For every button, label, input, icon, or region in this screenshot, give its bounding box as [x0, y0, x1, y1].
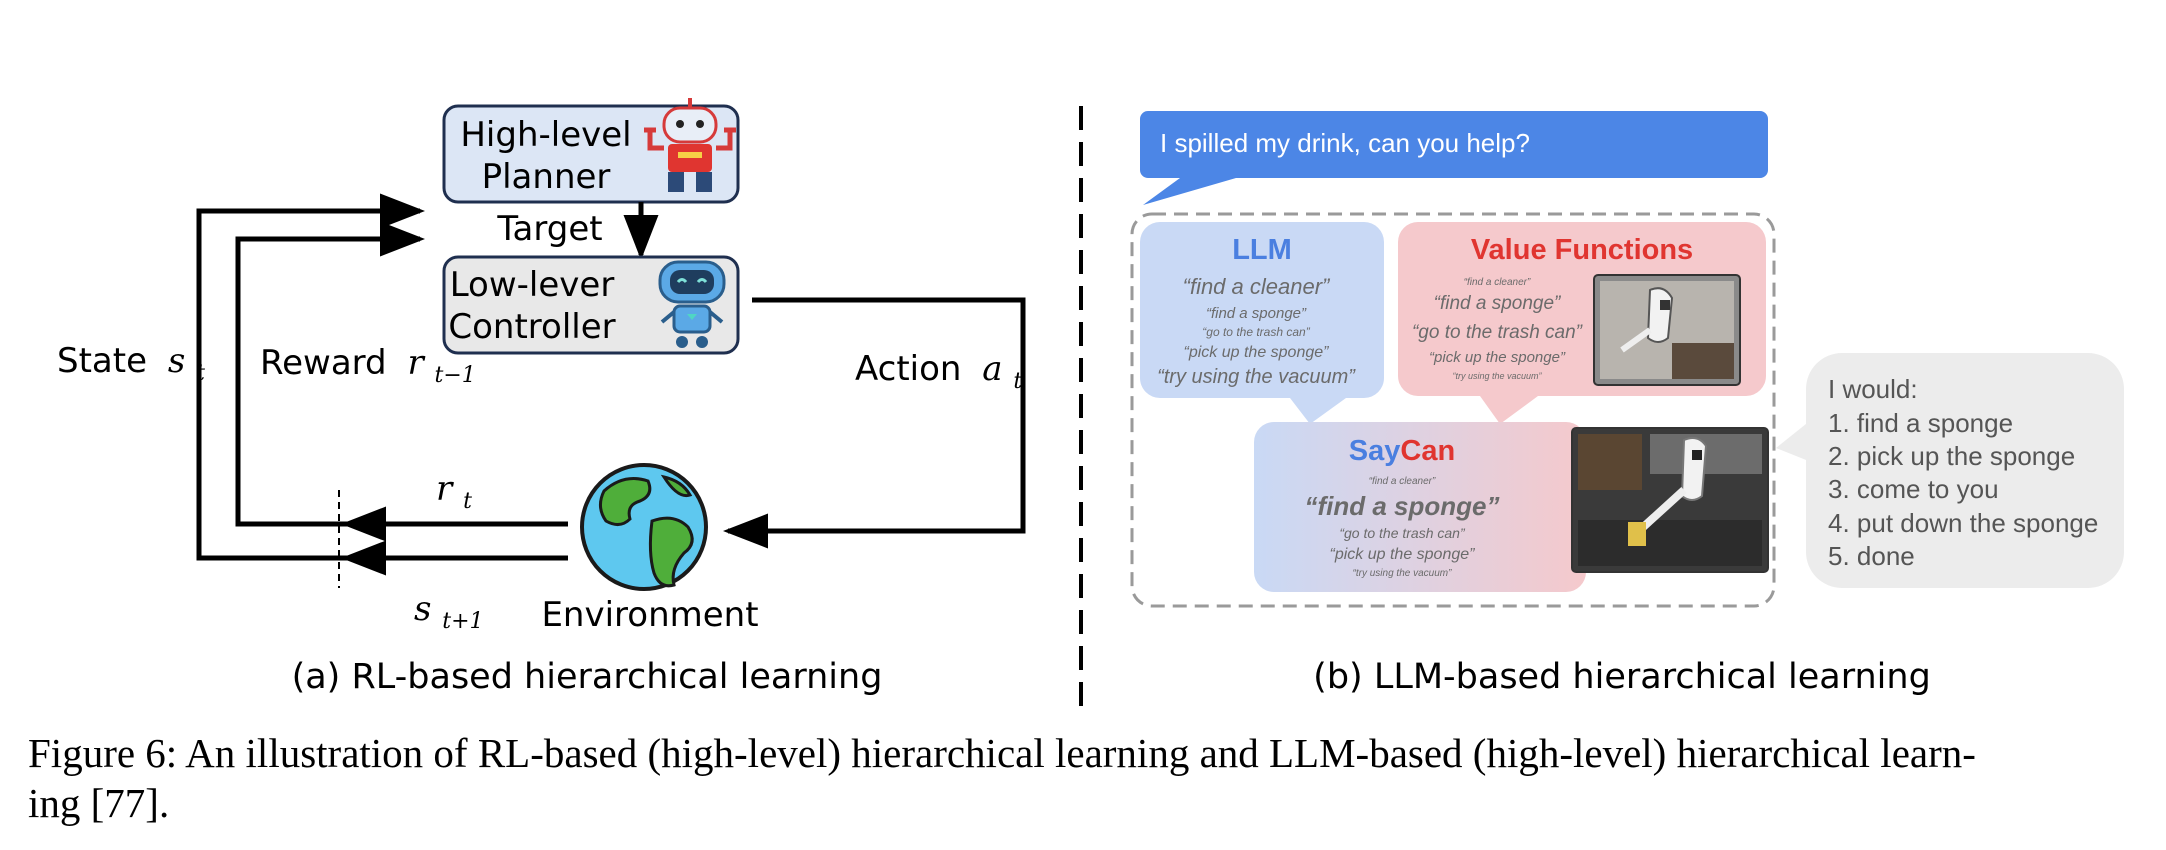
llm-title: LLM — [1232, 234, 1292, 266]
robot-photo-value — [1593, 274, 1741, 386]
saycan-line-1: “find a cleaner” — [1369, 476, 1436, 487]
response-step-3: 3. come to you — [1828, 474, 1999, 504]
saycan-title-say: Say — [1349, 435, 1401, 467]
response-step-2: 2. pick up the sponge — [1828, 441, 2075, 471]
blue-robot-icon — [658, 260, 726, 348]
earth-globe-icon — [580, 463, 708, 591]
action-loop — [723, 297, 1026, 549]
response-intro: I would: — [1828, 374, 1918, 404]
figure-caption-line-2: ing [77]. — [28, 780, 170, 826]
action-subscript: t — [1013, 369, 1022, 394]
saycan-line-5: “try using the vacuum” — [1353, 568, 1453, 579]
target-label: Target — [496, 209, 602, 249]
action-word: Action — [855, 349, 961, 389]
saycan-line-4: “pick up the sponge” — [1330, 546, 1476, 563]
figure-caption-line-1: Figure 6: An illustration of RL-based (h… — [28, 730, 1976, 776]
state-subscript: t — [196, 361, 205, 386]
value-line-1: “find a cleaner” — [1464, 277, 1531, 288]
llm-line-3: “go to the trash can” — [1202, 325, 1310, 339]
saycan-title-can: Can — [1400, 435, 1455, 467]
saycan-line-2: “find a sponge” — [1305, 491, 1500, 521]
state-symbol: s — [168, 341, 185, 381]
value-functions-title: Value Functions — [1471, 234, 1693, 266]
high-level-label-1: High-level — [460, 115, 631, 155]
panel-b-caption: (b) LLM-based hierarchical learning — [1313, 657, 1931, 697]
high-level-label-2: Planner — [482, 157, 611, 197]
response-step-4: 4. put down the sponge — [1828, 508, 2098, 538]
action-label: Action a t — [855, 349, 1022, 394]
reward-label: Reward r t−1 — [260, 343, 476, 388]
response-bubble — [1776, 353, 2124, 588]
value-line-3: “go to the trash can” — [1412, 322, 1584, 343]
state-label: State s t — [57, 341, 205, 386]
low-level-label-2: Controller — [448, 307, 615, 347]
rt-subscript: t — [463, 489, 472, 514]
state-word: State — [57, 341, 147, 381]
panel-a-caption: (a) RL-based hierarchical learning — [292, 657, 883, 697]
rt-symbol: r — [436, 469, 454, 509]
prompt-text: I spilled my drink, can you help? — [1160, 128, 1530, 158]
value-line-2: “find a sponge” — [1434, 293, 1562, 314]
low-level-label-1: Low-lever — [450, 265, 615, 305]
reward-word: Reward — [260, 343, 387, 383]
figure-caption: Figure 6: An illustration of RL-based (h… — [28, 728, 2163, 828]
response-step-1: 1. find a sponge — [1828, 408, 2013, 438]
llm-line-5: “try using the vacuum” — [1157, 366, 1356, 388]
saycan-title: SayCan — [1349, 435, 1455, 467]
saycan-line-3: “go to the trash can” — [1339, 525, 1466, 541]
llm-line-4: “pick up the sponge” — [1184, 344, 1330, 361]
reward-symbol: r — [407, 343, 425, 383]
saycan-box — [1254, 422, 1586, 592]
reward-subscript: t−1 — [435, 363, 476, 388]
action-symbol: a — [982, 349, 1002, 389]
st1-symbol: s — [414, 589, 431, 629]
robot-photo-saycan — [1571, 427, 1769, 573]
st1-subscript: t+1 — [442, 609, 483, 634]
llm-line-1: “find a cleaner” — [1183, 274, 1331, 299]
st1-label: s t+1 — [414, 589, 484, 634]
response-step-5: 5. done — [1828, 541, 1915, 571]
red-robot-icon — [644, 98, 736, 192]
value-line-4: “pick up the sponge” — [1429, 349, 1566, 366]
value-line-5: “try using the vacuum” — [1452, 371, 1542, 381]
rt-label: r t — [436, 469, 472, 514]
prompt-bubble — [1140, 111, 1768, 205]
panel-b: I spilled my drink, can you help? LLM “f… — [1130, 111, 2124, 697]
llm-line-2: “find a sponge” — [1206, 305, 1307, 322]
llm-box — [1140, 222, 1384, 424]
panel-a: High-level Planner Target Low-lever Cont… — [57, 98, 1026, 697]
environment-label: Environment — [541, 595, 758, 635]
